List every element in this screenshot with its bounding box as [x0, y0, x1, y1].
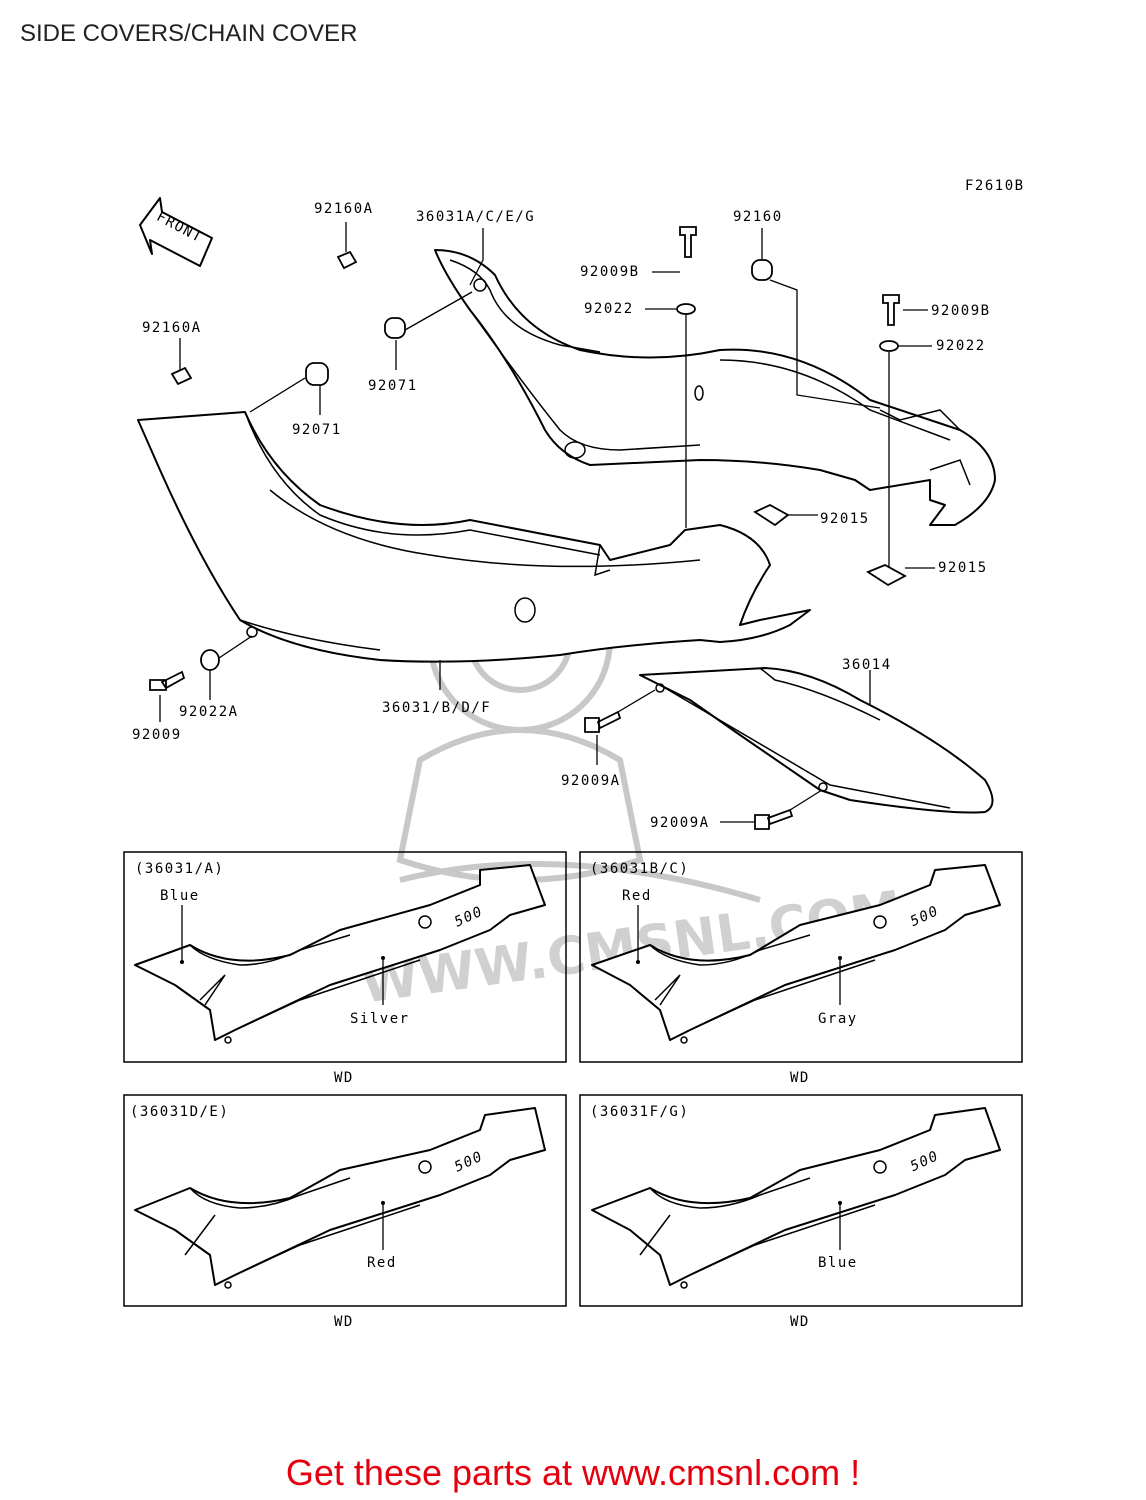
washer-icon: [200, 649, 220, 671]
bolt-icon: [679, 226, 697, 258]
callout-36014: 36014: [842, 657, 892, 673]
washer-icon: [676, 303, 696, 315]
callout-92009A-1: 92009A: [561, 773, 621, 789]
color-label: Gray: [818, 1011, 858, 1027]
variant-box-2: (36031B/C) 500 Red Gray WD: [579, 851, 1023, 1086]
callout-36031ACEG: 36031A/C/E/G: [416, 209, 535, 225]
callout-92160A-left: 92160A: [142, 320, 202, 336]
callout-92015-2: 92015: [938, 560, 988, 576]
chain-cover: [639, 667, 994, 814]
variant-header: (36031B/C): [590, 861, 689, 877]
bolt-icon: [584, 710, 622, 733]
callouts: 92160A 92160A 36031A/C/E/G 92160 92009B …: [132, 201, 991, 831]
callout-92022A: 92022A: [179, 704, 239, 720]
callout-92009A-2: 92009A: [650, 815, 710, 831]
callout-92009: 92009: [132, 727, 182, 743]
callout-36031BDF: 36031/B/D/F: [382, 700, 491, 716]
variant-box-3: (36031D/E) 500 Red WD: [123, 1094, 567, 1330]
footer-link[interactable]: Get these parts at www.cmsnl.com !: [285, 1452, 861, 1493]
clip-nut-icon: [866, 564, 907, 587]
variant-footer: WD: [334, 1314, 354, 1330]
hardware: [149, 226, 907, 830]
variant-box-1: (36031/A) 500 Blue Silver WD: [123, 851, 567, 1086]
variant-footer: WD: [790, 1314, 810, 1330]
color-label: Red: [622, 888, 652, 904]
front-arrow-icon: FRONT: [139, 197, 213, 267]
bolt-icon: [882, 294, 900, 326]
callout-92071-2: 92071: [292, 422, 342, 438]
callout-92160A-top: 92160A: [314, 201, 374, 217]
grommet-icon: [384, 317, 406, 339]
variant-header: (36031/A): [135, 861, 224, 877]
leader-lines: [159, 222, 935, 823]
bolt-icon: [754, 808, 794, 830]
callout-92160: 92160: [733, 209, 783, 225]
figure-code: F2610B: [965, 178, 1025, 194]
clip-nut-icon: [753, 503, 790, 527]
upper-side-cover: [434, 249, 996, 526]
lower-side-cover: [137, 411, 811, 663]
grommet-icon: [751, 259, 773, 281]
plug-icon: [170, 366, 193, 386]
color-label: Red: [367, 1255, 397, 1271]
variant-footer: WD: [334, 1070, 354, 1086]
washer-icon: [879, 340, 899, 352]
callout-92071-1: 92071: [368, 378, 418, 394]
color-label: Blue: [818, 1255, 858, 1271]
callout-92022-2: 92022: [936, 338, 986, 354]
callout-92015-1: 92015: [820, 511, 870, 527]
callout-92009B-2: 92009B: [931, 303, 991, 319]
variant-footer: WD: [790, 1070, 810, 1086]
variant-header: (36031F/G): [590, 1104, 689, 1120]
color-label: Blue: [160, 888, 200, 904]
grommet-icon: [305, 362, 329, 386]
callout-92022-1: 92022: [584, 301, 634, 317]
variant-header: (36031D/E): [130, 1104, 229, 1120]
color-label: Silver: [350, 1011, 410, 1027]
bolt-icon: [149, 670, 186, 691]
variant-box-4: (36031F/G) 500 Blue WD: [579, 1094, 1023, 1330]
plug-icon: [336, 250, 358, 270]
page-title: SIDE COVERS/CHAIN COVER: [20, 20, 358, 47]
callout-92009B-1: 92009B: [580, 264, 640, 280]
